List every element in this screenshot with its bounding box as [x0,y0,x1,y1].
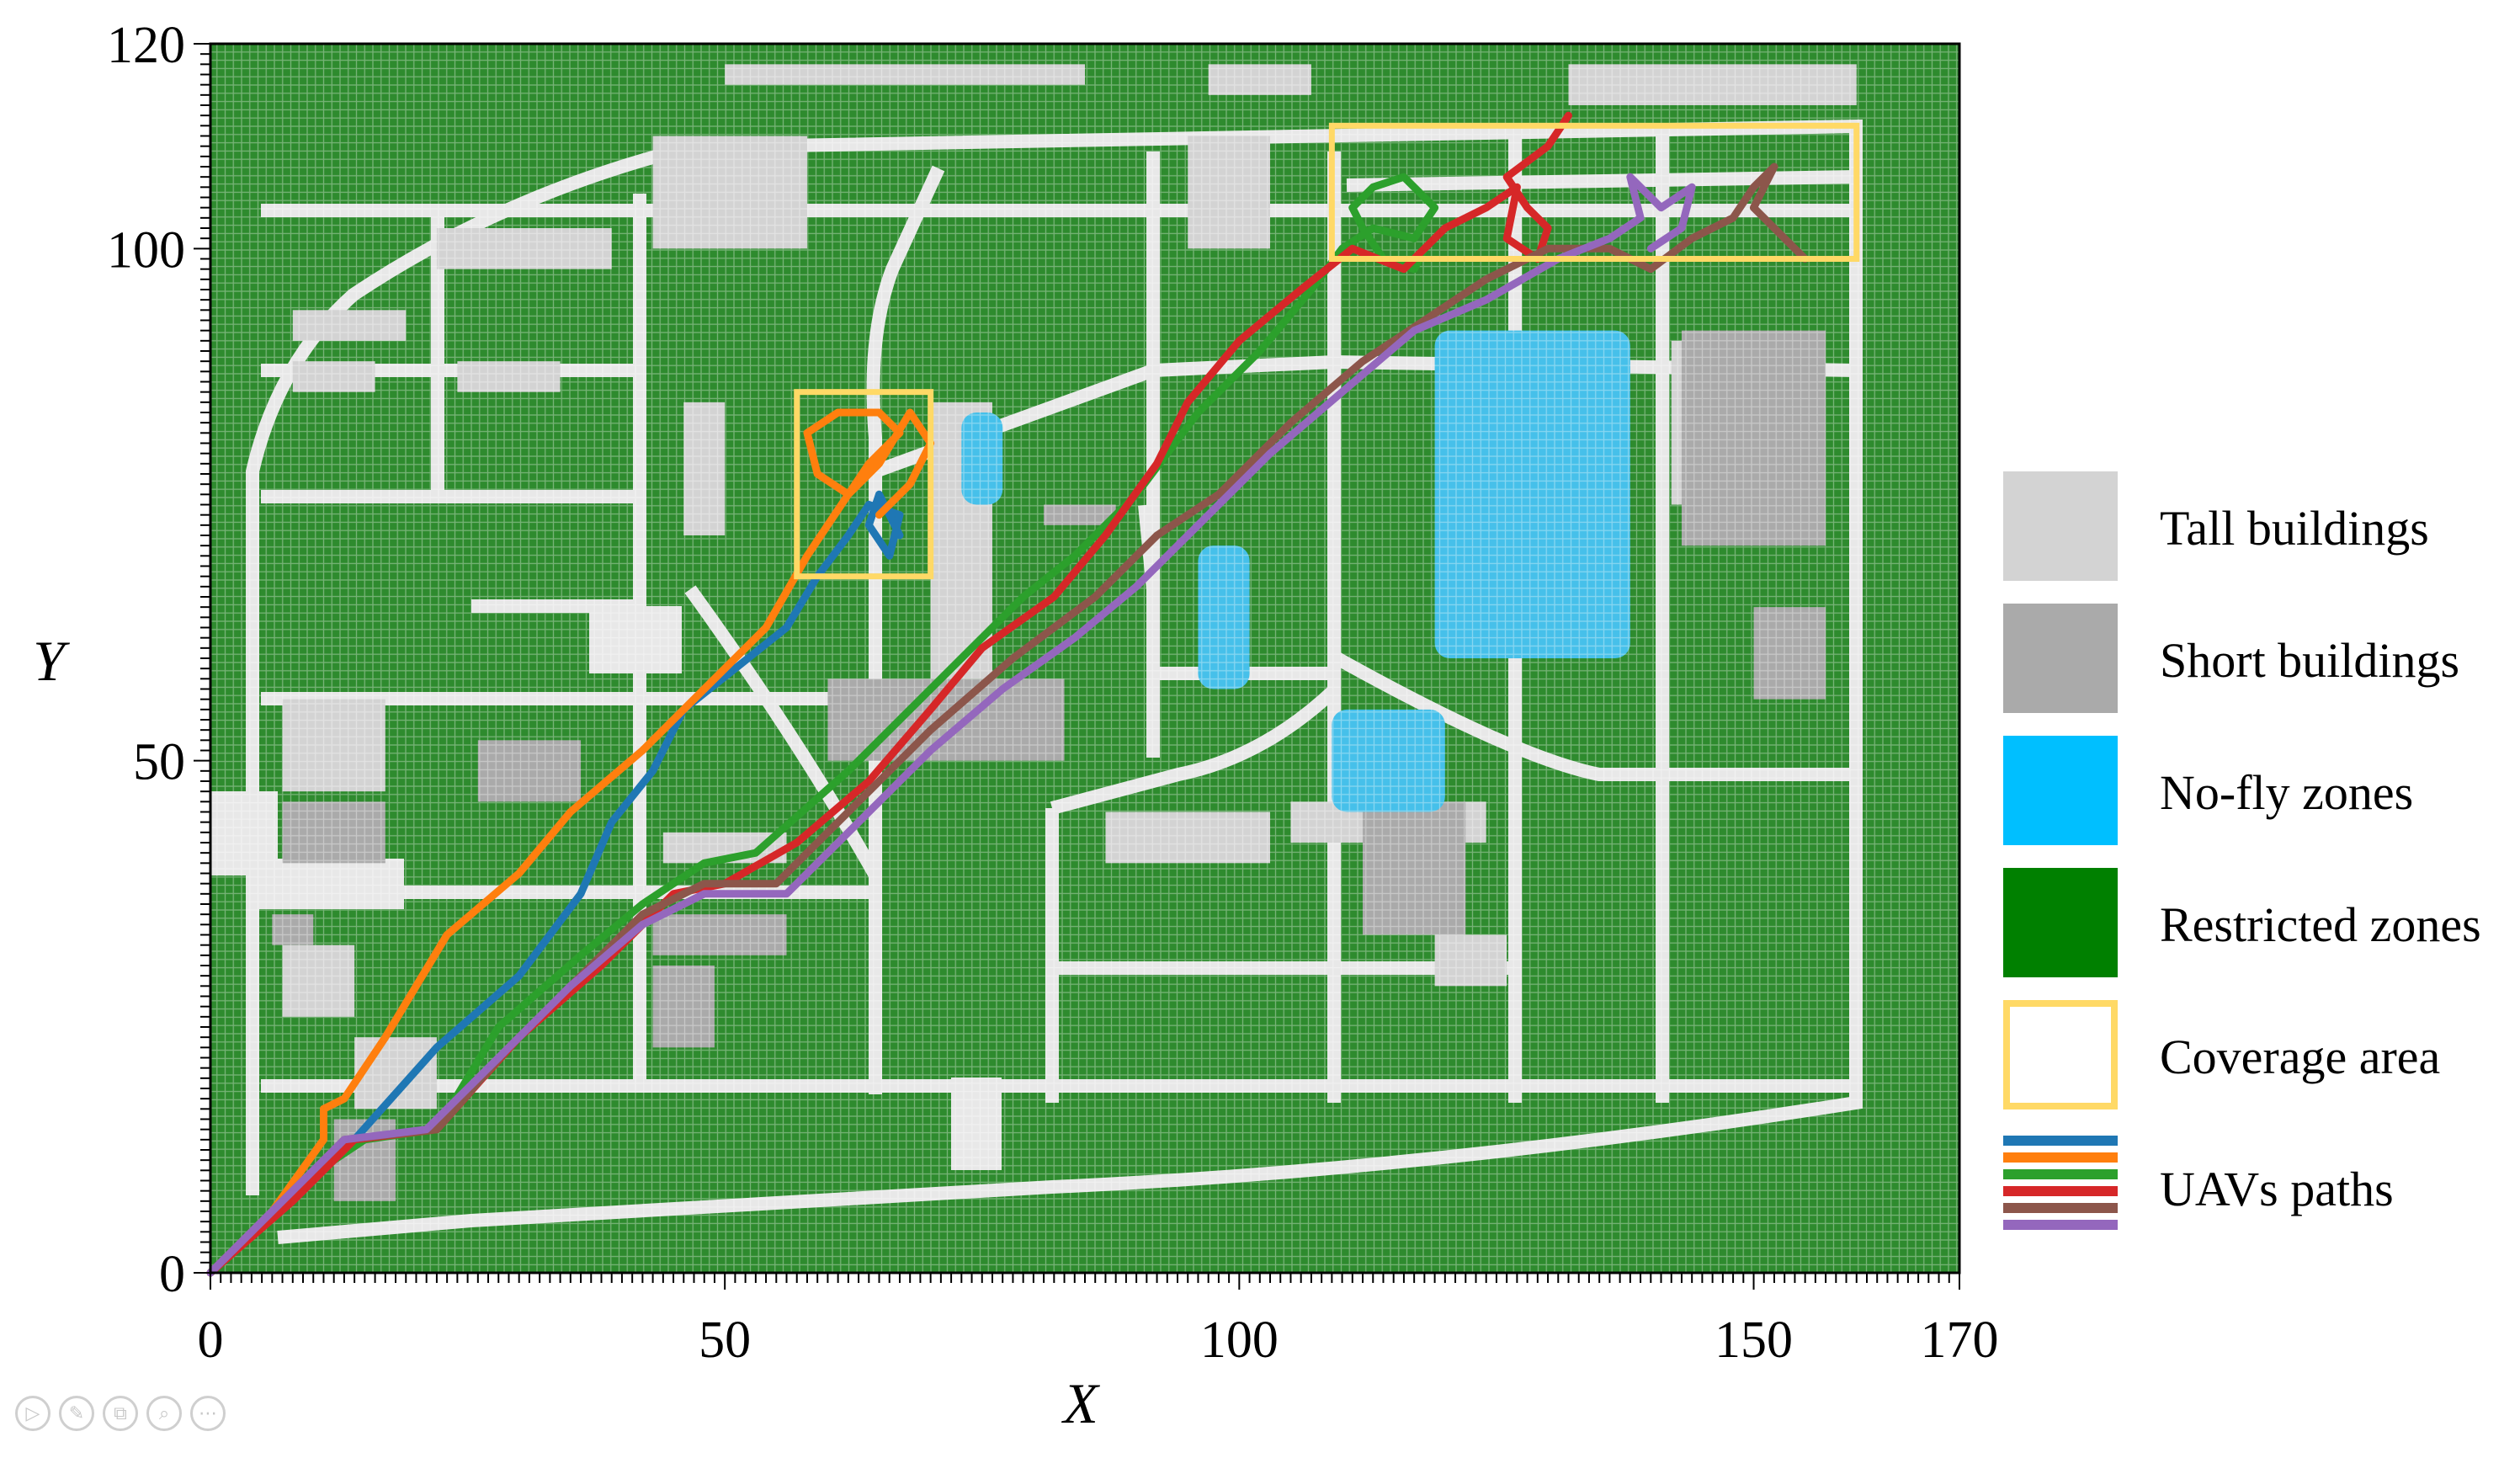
uav-path-6 [206,173,1696,1277]
uav-paths-layer [206,111,1810,1277]
uav-path-2 [206,408,935,1277]
copy-icon[interactable]: ⧉ [103,1396,138,1431]
y-tick-label: 50 [133,734,185,791]
legend-label: Restricted zones [2160,897,2481,952]
play-icon[interactable]: ▷ [15,1396,51,1431]
legend-item: UAVs paths [2003,1132,2508,1264]
x-axis-title: X [1061,1371,1100,1435]
grid-overlay [210,44,1959,1273]
legend-label: Coverage area [2160,1030,2441,1084]
legend-swatch [2003,736,2118,845]
legend-label: No-fly zones [2160,765,2414,820]
zoom-icon[interactable]: ⌕ [146,1396,182,1431]
x-axis-ticks: 0 50 100 150 170 [198,1312,1999,1369]
coverage-area-2 [1328,122,1860,262]
legend-line [2003,1169,2118,1179]
x-tick-label: 50 [699,1312,751,1369]
axes [194,42,1961,1290]
coverage-areas-layer [794,122,1860,580]
legend-swatch [2003,1000,2118,1109]
legend-line [2003,1203,2118,1213]
legend-swatch [2003,604,2118,713]
pen-icon[interactable]: ✎ [59,1396,94,1431]
uav-path-1 [206,490,904,1277]
legend-item: Tall buildings [2003,471,2508,604]
legend-swatch [2003,868,2118,977]
x-tick-label: 170 [1921,1312,1999,1369]
legend-swatch [2003,471,2118,581]
grid-cells [210,44,1959,1273]
legend-item: Restricted zones [2003,868,2508,1000]
legend-item: Short buildings [2003,604,2508,736]
slide-toolbar: ▷✎ ⧉⌕⋯ [15,1396,226,1438]
uav-path-3 [206,173,1439,1277]
legend-label: Short buildings [2160,633,2460,688]
y-tick-label: 0 [159,1246,185,1303]
legend-line [2003,1186,2118,1196]
x-tick-label: 100 [1200,1312,1279,1369]
y-axis-title: Y [33,629,70,693]
more-icon[interactable]: ⋯ [190,1396,226,1431]
x-tick-label: 0 [198,1312,224,1369]
legend-item: No-fly zones [2003,736,2508,868]
legend-label: UAVs paths [2160,1162,2394,1216]
legend-line [2003,1152,2118,1163]
y-tick-label: 120 [107,17,185,74]
legend-line-swatch [2003,1132,2118,1242]
legend-line [2003,1220,2118,1230]
y-tick-label: 100 [107,221,185,279]
coverage-area-1 [794,389,934,580]
legend-item: Coverage area [2003,1000,2508,1132]
legend-line [2003,1136,2118,1146]
legend-label: Tall buildings [2160,501,2429,556]
x-tick-label: 150 [1715,1312,1793,1369]
y-axis-ticks: 0 50 100 120 [107,17,185,1303]
